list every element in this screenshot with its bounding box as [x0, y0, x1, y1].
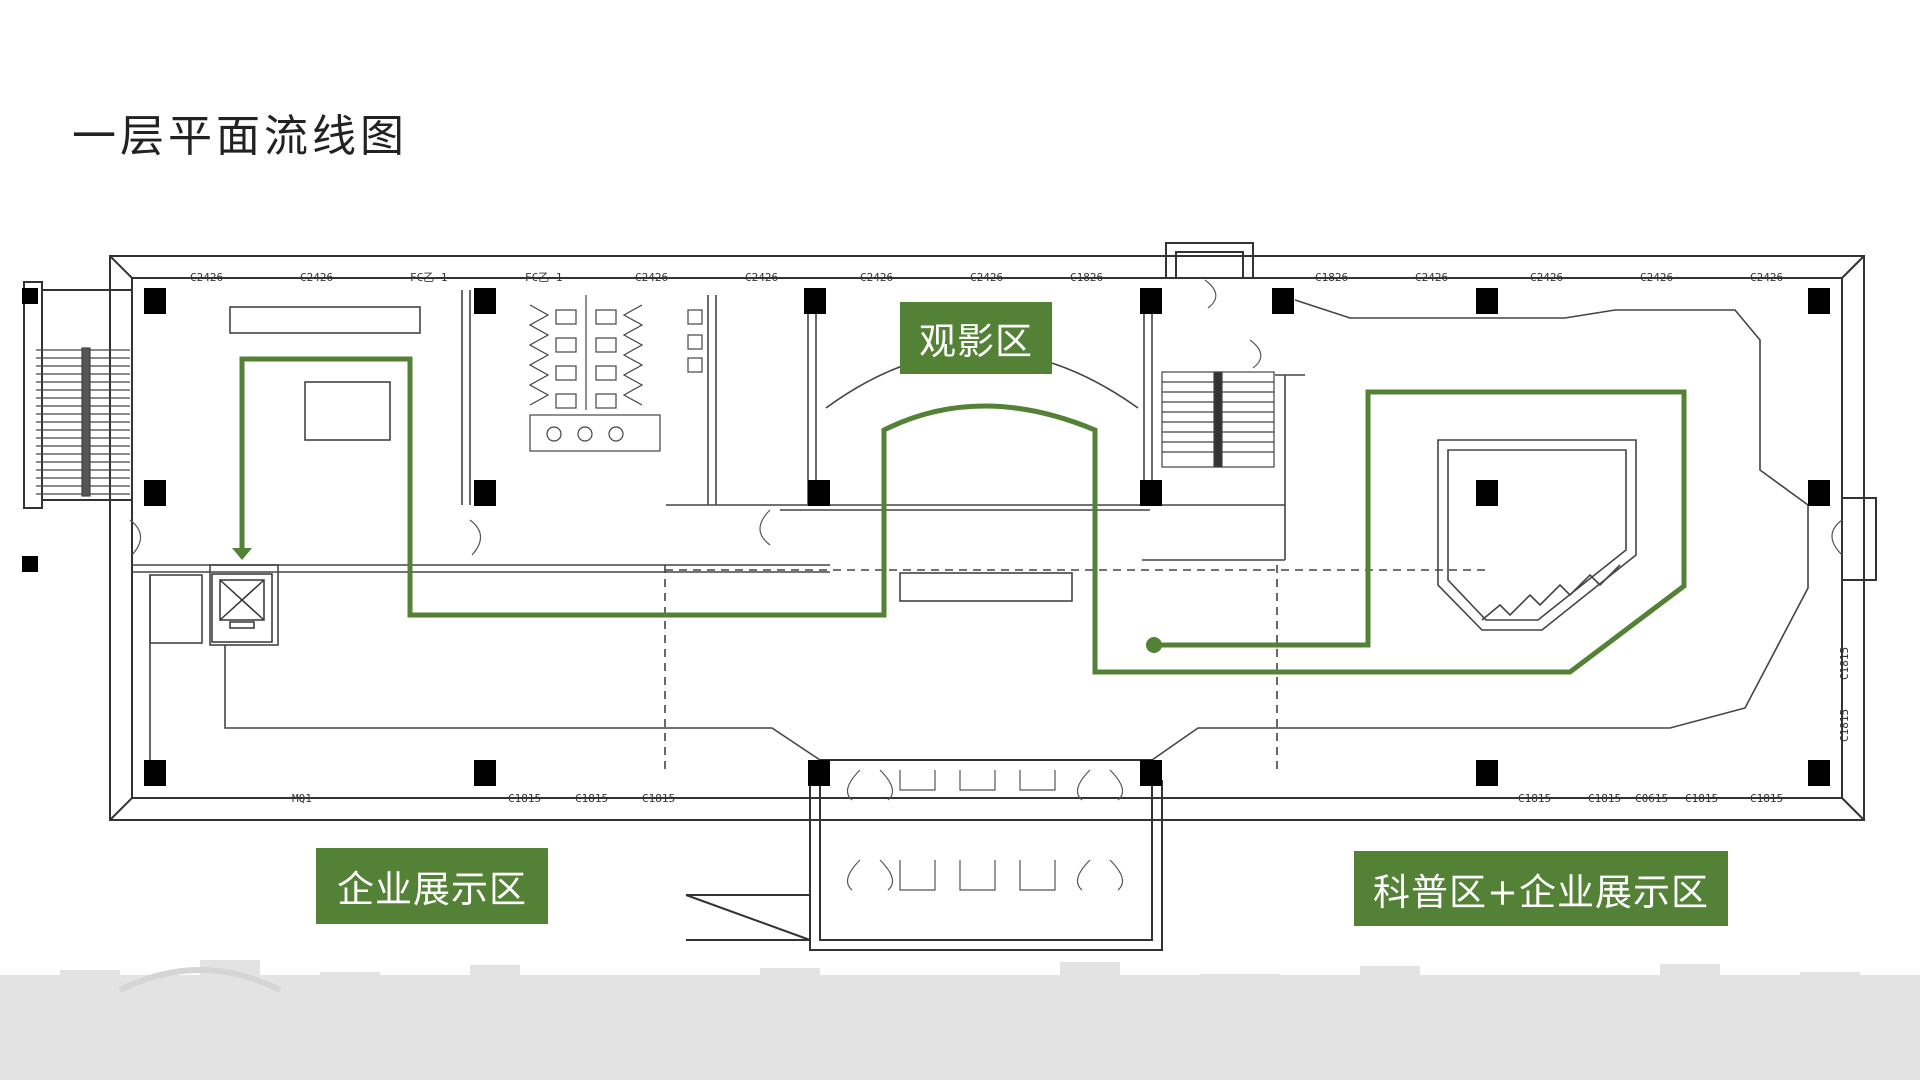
window-label: C2426: [1640, 271, 1673, 284]
window-label: C1826: [1070, 271, 1103, 284]
window-label: C2426: [190, 271, 223, 284]
flow-line: [232, 356, 1687, 675]
window-label: C1815: [575, 792, 608, 805]
window-label: C1815: [642, 792, 675, 805]
window-label: C2426: [1530, 271, 1563, 284]
zone-label-viewing: 观影区: [900, 302, 1052, 374]
window-label: C1815: [508, 792, 541, 805]
window-label: MQ1: [292, 792, 312, 805]
window-label: C1815: [1685, 792, 1718, 805]
stair-left: [36, 347, 130, 497]
window-label: C2426: [635, 271, 668, 284]
flow-arrowhead: [232, 548, 252, 560]
window-label: FC乙-1: [525, 271, 563, 284]
window-label: C2426: [860, 271, 893, 284]
window-label: C1815: [1518, 792, 1551, 805]
elevator: [211, 573, 273, 643]
window-label: C0615: [1635, 792, 1668, 805]
flow-start-dot: [1146, 637, 1162, 653]
page-title: 一层平面流线图: [72, 111, 408, 162]
zone-label-science-enterprise: 科普区+企业展示区: [1354, 851, 1728, 926]
window-label: C1815: [1750, 792, 1783, 805]
window-label: C2426: [1415, 271, 1448, 284]
window-label: FC乙-1: [410, 271, 448, 284]
door-swings: [129, 279, 1843, 891]
skyline-decoration: [0, 960, 1920, 1080]
window-label: C2426: [745, 271, 778, 284]
building-outline: [23, 242, 1877, 951]
window-label: C2426: [1750, 271, 1783, 284]
window-label: C1815: [1588, 792, 1621, 805]
window-label: C2426: [970, 271, 1003, 284]
window-label: C2426: [300, 271, 333, 284]
window-labels: C2426 C2426 FC乙-1 FC乙-1 C2426 C2426 C242…: [190, 271, 1851, 805]
window-label: C1815: [1838, 647, 1851, 680]
stair-right: [1161, 371, 1275, 468]
interior-walls: [132, 290, 1809, 780]
zone-label-enterprise: 企业展示区: [316, 848, 548, 924]
restroom-fixtures: [528, 295, 703, 452]
window-label: C1815: [1838, 709, 1851, 742]
columns: [22, 288, 1830, 786]
window-label: C1826: [1315, 271, 1348, 284]
